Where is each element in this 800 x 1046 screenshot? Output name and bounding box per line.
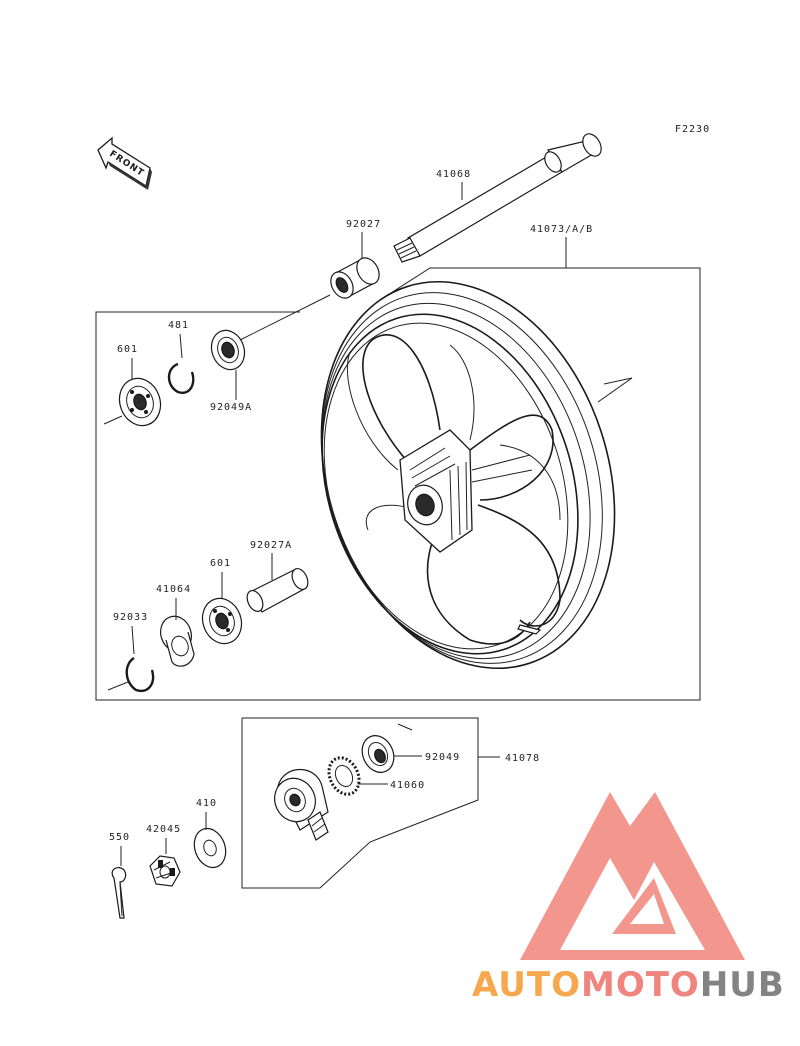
label-41068: 41068: [436, 169, 471, 180]
label-601-bottom: 601: [210, 558, 231, 569]
logo-text-hub: HUB: [700, 965, 785, 1005]
axle-41068: [393, 133, 602, 263]
label-42045: 42045: [146, 824, 181, 835]
label-550: 550: [109, 832, 130, 843]
label-92049: 92049: [425, 752, 460, 763]
washer-410: [193, 827, 227, 869]
figure-code: F2230: [675, 124, 710, 135]
label-92049A: 92049A: [210, 402, 252, 413]
oil-seal-92049A: [210, 329, 246, 371]
logo-text-moto: MOTO: [581, 965, 700, 1005]
label-41078: 41078: [505, 753, 540, 764]
label-41073: 41073/A/B: [530, 224, 593, 235]
gear-41060: [327, 756, 361, 796]
wheel-assembly-frame: [95, 267, 701, 701]
label-41060: 41060: [390, 780, 425, 791]
logo-text: AUTOMOTOHUB: [472, 965, 785, 1005]
cotter-pin-550: [111, 866, 127, 919]
logo-text-auto: AUTO: [472, 965, 581, 1005]
logo-triangle-icon: [520, 792, 745, 960]
automotohub-logo: AUTOMOTOHUB: [472, 792, 785, 1005]
leader-wheel: [597, 377, 633, 403]
front-wheel: [320, 280, 616, 670]
front-arrow-icon: FRONT: [97, 136, 152, 190]
label-410: 410: [196, 798, 217, 809]
label-41064: 41064: [156, 584, 191, 595]
gear-housing-frame: [241, 717, 479, 889]
collar-92027A: [246, 568, 309, 613]
label-92033: 92033: [113, 612, 148, 623]
castle-nut-42045: [149, 855, 181, 887]
oil-seal-92049: [361, 735, 395, 773]
bearing-601-bottom: [201, 597, 243, 645]
bearing-601-top: [118, 377, 162, 427]
label-601-top: 601: [117, 344, 138, 355]
collar-41064: [160, 615, 195, 667]
label-481: 481: [168, 320, 189, 331]
collar-92027: [330, 257, 380, 299]
circlip-92033: [125, 656, 155, 693]
label-92027A: 92027A: [250, 540, 292, 551]
label-92027: 92027: [346, 219, 381, 230]
meter-gear-housing: [274, 769, 329, 841]
circlip-481: [167, 362, 195, 394]
